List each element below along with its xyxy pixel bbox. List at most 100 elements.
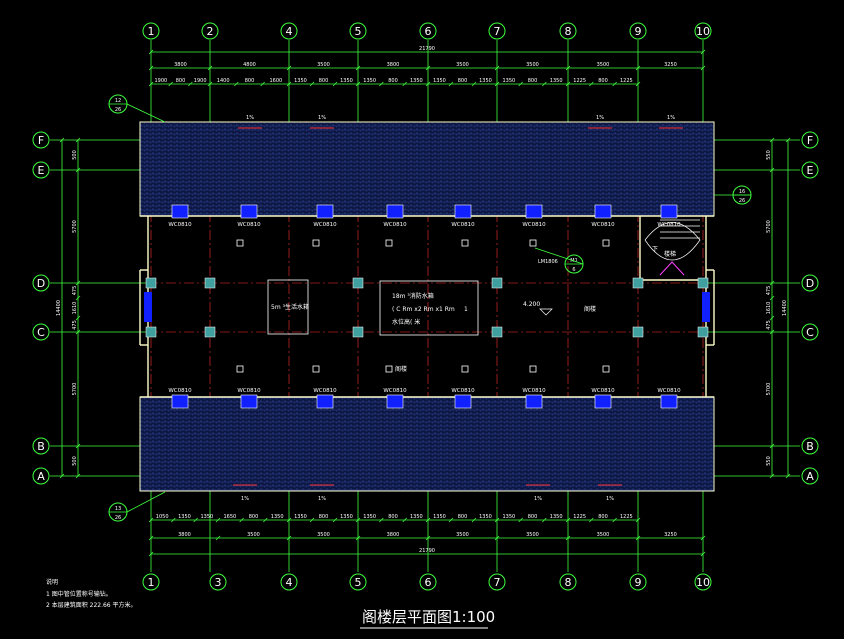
dim-left-axis-label: 500 xyxy=(72,456,78,466)
structural-column xyxy=(352,326,364,338)
axis-bubble-top xyxy=(559,22,577,40)
axis-label-top: 8 xyxy=(565,25,572,38)
slope-label-top: 1% xyxy=(596,115,604,121)
dim-top-axis-label: 3500 xyxy=(317,62,330,68)
notes-line-1: 1 图中管位置称号输钻。 xyxy=(46,590,112,598)
dim-top-fine-label: 1225 xyxy=(573,78,586,84)
window-bottom-label: WC0810 xyxy=(168,388,192,394)
dim-bottom-fine-label: 1350 xyxy=(294,514,307,520)
structural-column xyxy=(491,326,503,338)
dim-left-axis-label: 475 xyxy=(72,320,78,330)
dim-bottom-axis-tick xyxy=(565,535,571,541)
slope-label-bottom: 1% xyxy=(606,496,614,502)
axis-bubble-right xyxy=(801,161,819,179)
dim-top-axis-label: 3250 xyxy=(664,62,677,68)
dim-right-total-label: 14400 xyxy=(782,300,788,316)
axis-bubble-left xyxy=(32,161,50,179)
dim-top-overall-tick xyxy=(148,49,154,55)
axis-label-right: A xyxy=(806,470,814,483)
dim-top-fine-label: 1350 xyxy=(363,78,376,84)
axis-label-top: 4 xyxy=(286,25,293,38)
dim-bottom-fine-label: 1350 xyxy=(502,514,515,520)
dim-top-fine-label: 1225 xyxy=(620,78,633,84)
dim-top-fine-label: 1900 xyxy=(194,78,207,84)
detail-callout-top-left-top: 12 xyxy=(115,98,121,104)
dim-bottom-fine-label: 1225 xyxy=(620,514,633,520)
dim-bottom-fine-tick xyxy=(171,517,176,523)
dim-top-axis-tick xyxy=(286,65,292,71)
drawing-title: 阁楼层平面图1:100 xyxy=(362,608,495,626)
axis-bubble-right xyxy=(801,131,819,149)
axis-bubble-top xyxy=(280,22,298,40)
dim-top-fine-label: 1350 xyxy=(294,78,307,84)
axis-bubble-bottom xyxy=(694,573,712,591)
dim-left-axis-tick xyxy=(75,443,81,449)
axis-label-top: 2 xyxy=(207,25,214,38)
axis-label-left: B xyxy=(37,440,45,453)
dim-bottom-fine-tick xyxy=(425,517,431,523)
pipe-mark-top xyxy=(602,239,610,247)
dim-bottom-axis-tick xyxy=(215,535,221,541)
axis-bubble-right xyxy=(801,467,819,485)
dim-top-fine-tick xyxy=(448,81,454,87)
roof-bottom xyxy=(139,396,715,492)
axis-bubble-left xyxy=(32,467,50,485)
dim-left-axis-label: 5700 xyxy=(72,220,78,233)
dim-bottom-fine-tick xyxy=(332,517,338,523)
dim-bottom-overall-tick xyxy=(148,551,154,557)
pipe-mark-top xyxy=(529,239,537,247)
axis-label-top: 10 xyxy=(696,25,710,38)
axis-label-bottom: 10 xyxy=(696,576,710,589)
dim-left-axis-tick xyxy=(75,137,81,143)
dim-top-fine-tick xyxy=(379,81,384,87)
window-top-label: WC0810 xyxy=(168,222,192,228)
dim-bottom-fine-tick xyxy=(494,517,500,523)
axis-bubble-top xyxy=(201,22,219,40)
window-top xyxy=(660,204,678,219)
dim-right-axis-label: 475 xyxy=(766,286,772,296)
axis-label-right: D xyxy=(806,277,814,290)
dim-bottom-fine-tick xyxy=(565,517,571,523)
dim-bottom-axis-label: 3800 xyxy=(387,532,400,538)
axis-bubble-right xyxy=(801,323,819,341)
structural-column xyxy=(145,277,157,289)
dim-top-fine-label: 800 xyxy=(176,78,186,84)
dim-right-axis-tick xyxy=(769,315,775,321)
dim-top-axis-label: 3500 xyxy=(456,62,469,68)
axis-label-right: F xyxy=(807,134,813,147)
dim-bottom-axis-label: 3500 xyxy=(247,532,260,538)
window-top xyxy=(525,204,543,219)
roof-top xyxy=(139,121,715,217)
dim-left-total-label: 14400 xyxy=(56,300,62,316)
dim-bottom-fine-tick xyxy=(379,517,384,523)
water-tank-1-label: 5m ³生活水箱 xyxy=(271,303,309,311)
axis-label-bottom: 9 xyxy=(635,576,642,589)
dim-bottom-fine-label: 1350 xyxy=(479,514,492,520)
dim-top-axis-tick xyxy=(207,65,213,71)
structural-column xyxy=(204,326,216,338)
window-top xyxy=(240,204,258,219)
dim-top-fine-label: 1600 xyxy=(269,78,282,84)
window-bottom xyxy=(525,394,543,409)
dim-top-fine-tick xyxy=(148,81,154,87)
window-top-label: WC0810 xyxy=(657,222,681,228)
axis-bubble-right xyxy=(801,274,819,292)
dim-top-fine-tick xyxy=(589,81,594,87)
dim-top-fine-label: 800 xyxy=(319,78,329,84)
window-bottom xyxy=(454,394,472,409)
dim-top-axis-label: 3500 xyxy=(526,62,539,68)
axis-label-bottom: 1 xyxy=(148,576,155,589)
window-bottom xyxy=(316,394,334,409)
dim-right-total-tick xyxy=(785,137,791,143)
dim-bottom-fine-label: 800 xyxy=(388,514,398,520)
structural-column xyxy=(697,277,709,289)
axis-bubble-left xyxy=(32,437,50,455)
dim-top-axis-label: 4800 xyxy=(243,62,256,68)
axis-label-right: E xyxy=(807,164,814,177)
axis-label-left: A xyxy=(37,470,45,483)
structural-column xyxy=(145,326,157,338)
axis-label-right: C xyxy=(806,326,814,339)
dim-bottom-fine-tick xyxy=(518,517,523,523)
